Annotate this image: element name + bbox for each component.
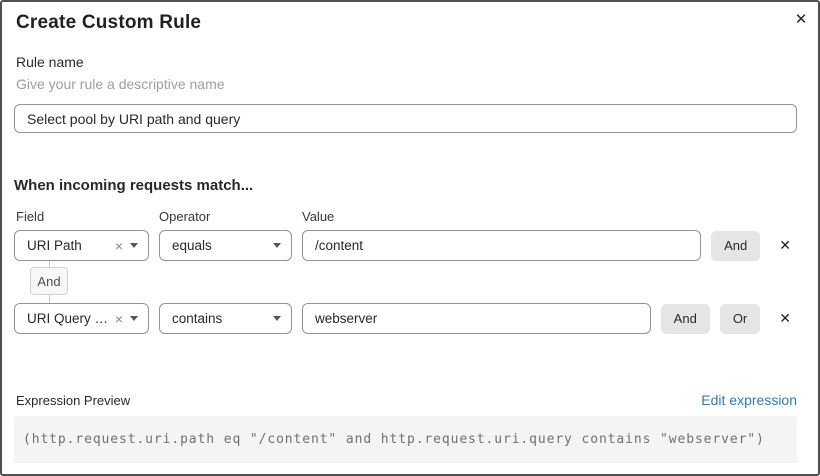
operator-column-label: Operator: [159, 209, 211, 224]
field-select-row1-value: URI Path: [27, 238, 82, 253]
expression-code: (http.request.uri.path eq "/content" and…: [14, 416, 797, 463]
match-row-1: URI Path × equals And ✕: [14, 230, 797, 261]
remove-row-icon[interactable]: ✕: [775, 238, 795, 254]
connector-line: [48, 295, 50, 303]
column-labels: Field Operator Value: [14, 209, 797, 224]
clear-field-icon[interactable]: ×: [114, 310, 123, 327]
operator-select-row2-value: contains: [172, 311, 223, 326]
chevron-down-icon: [130, 316, 138, 321]
close-icon[interactable]: ✕: [790, 8, 812, 30]
expression-preview-label: Expression Preview: [16, 393, 131, 408]
chevron-down-icon: [273, 316, 281, 321]
connector-line: [48, 261, 50, 267]
and-connector-badge: And: [30, 267, 68, 295]
chevron-down-icon: [130, 243, 138, 248]
field-column-label: Field: [16, 209, 45, 224]
value-input-row2[interactable]: [302, 303, 651, 334]
value-input-row1[interactable]: [302, 230, 702, 261]
add-and-button-row1[interactable]: And: [711, 230, 761, 261]
clear-field-icon[interactable]: ×: [114, 237, 123, 254]
rule-name-label: Rule name: [16, 54, 84, 70]
add-or-button-row2[interactable]: Or: [719, 303, 761, 334]
field-select-row2-value: URI Query St...: [27, 311, 111, 326]
operator-select-row1[interactable]: equals: [159, 230, 292, 261]
chevron-down-icon: [273, 243, 281, 248]
operator-select-row1-value: equals: [172, 238, 212, 253]
remove-row-icon[interactable]: ✕: [775, 311, 795, 327]
field-select-row1[interactable]: URI Path ×: [14, 230, 149, 261]
add-and-button-row2[interactable]: And: [660, 303, 710, 334]
rule-name-input[interactable]: [14, 104, 797, 133]
operator-select-row2[interactable]: contains: [159, 303, 292, 334]
field-select-row2[interactable]: URI Query St... ×: [14, 303, 149, 334]
value-column-label: Value: [302, 209, 335, 224]
rule-name-description: Give your rule a descriptive name: [16, 76, 225, 92]
and-connector: And: [29, 261, 69, 303]
match-row-2: URI Query St... × contains And Or ✕: [14, 303, 797, 334]
match-section-heading: When incoming requests match...: [14, 177, 254, 194]
dialog-title: Create Custom Rule: [16, 12, 202, 33]
edit-expression-link[interactable]: Edit expression: [701, 392, 797, 408]
expression-header: Expression Preview Edit expression: [14, 392, 797, 408]
